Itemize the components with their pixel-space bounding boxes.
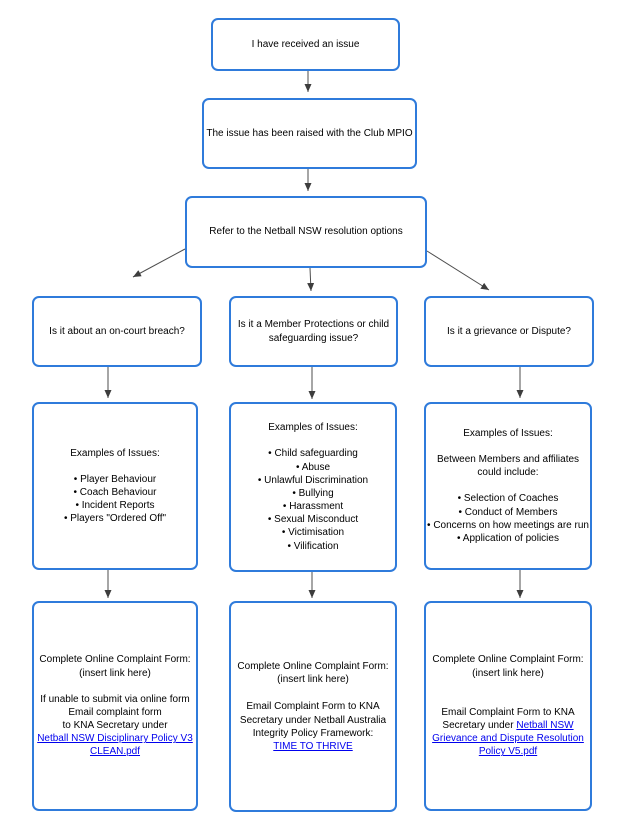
form-member-title: Complete Online Complaint Form: (237, 660, 389, 672)
form-grievance-body: Email Complaint Form to KNA Secretary un… (429, 706, 587, 759)
node-received-issue: I have received an issue (211, 18, 400, 71)
node-refer-netball-nsw-label: Refer to the Netball NSW resolution opti… (209, 226, 403, 238)
node-question-member-protections: Is it a Member Protections or child safe… (229, 296, 398, 367)
form-oncourt-line: Email complaint form (68, 706, 162, 718)
arrow-refer-to-oncourt (132, 248, 186, 278)
list-item: Coach Behaviour (74, 486, 157, 499)
form-grievance-title: Complete Online Complaint Form: (432, 654, 584, 666)
node-question-oncourt-breach: Is it about an on-court breach? (32, 296, 202, 367)
node-form-member: Complete Online Complaint Form: (insert … (229, 601, 397, 812)
arrow-refer-to-grievance (426, 250, 490, 291)
node-raised-with-mpio-label: The issue has been raised with the Club … (206, 127, 413, 139)
form-member-body: Email Complaint Form to KNA Secretary un… (239, 701, 387, 739)
list-item: Abuse (296, 461, 330, 474)
examples-grievance-subheading: Between Members and affiliates could inc… (436, 454, 580, 479)
examples-grievance-heading: Examples of Issues: (463, 427, 553, 439)
disciplinary-policy-link[interactable]: Netball NSW Disciplinary Policy V3 CLEAN… (37, 733, 193, 758)
node-examples-oncourt: Examples of Issues: Player Behaviour Coa… (32, 402, 198, 570)
list-item: Bullying (292, 487, 334, 500)
node-examples-member: Examples of Issues: Child safeguarding A… (229, 402, 397, 572)
list-item: Unlawful Discrimination (258, 474, 368, 487)
node-raised-with-mpio: The issue has been raised with the Club … (202, 98, 417, 169)
form-grievance-body-text: Email Complaint Form to KNA Secretary un… (441, 706, 575, 731)
list-item: Concerns on how meetings are run (427, 519, 589, 532)
node-form-grievance: Complete Online Complaint Form: (insert … (424, 601, 592, 811)
form-oncourt-title: Complete Online Complaint Form: (39, 654, 191, 666)
arrow-refer-to-member (307, 267, 315, 292)
list-item: Player Behaviour (74, 473, 156, 486)
examples-oncourt-heading: Examples of Issues: (70, 447, 160, 459)
list-item: Child safeguarding (268, 447, 357, 460)
form-oncourt-line: to KNA Secretary under (62, 720, 168, 732)
node-form-oncourt: Complete Online Complaint Form: (insert … (32, 601, 198, 811)
list-item: Victimisation (282, 526, 344, 539)
node-received-issue-label: I have received an issue (251, 38, 360, 50)
list-item: Vilification (287, 540, 339, 553)
form-member-subtitle: (insert link here) (277, 674, 349, 686)
form-oncourt-line: If unable to submit via online form (40, 693, 190, 705)
examples-member-heading: Examples of Issues: (268, 422, 358, 434)
node-question-grievance-dispute: Is it a grievance or Dispute? (424, 296, 594, 367)
question-member-label: Is it a Member Protections or child safe… (237, 319, 390, 344)
node-examples-grievance: Examples of Issues: Between Members and … (424, 402, 592, 570)
form-oncourt-subtitle: (insert link here) (79, 667, 151, 679)
list-item: Application of policies (457, 532, 559, 545)
list-item: Players "Ordered Off" (64, 512, 166, 525)
time-to-thrive-link[interactable]: TIME TO THRIVE (273, 740, 353, 752)
list-item: Harassment (283, 500, 343, 513)
form-grievance-subtitle: (insert link here) (472, 667, 544, 679)
list-item: Selection of Coaches (458, 492, 559, 505)
question-grievance-label: Is it a grievance or Dispute? (447, 325, 571, 337)
node-refer-netball-nsw: Refer to the Netball NSW resolution opti… (185, 196, 427, 268)
grievance-policy-link[interactable]: Netball NSW Grievance and Dispute Resolu… (432, 720, 584, 758)
list-item: Conduct of Members (458, 506, 558, 519)
question-oncourt-label: Is it about an on-court breach? (49, 325, 185, 337)
list-item: Incident Reports (75, 499, 155, 512)
list-item: Sexual Misconduct (268, 513, 358, 526)
